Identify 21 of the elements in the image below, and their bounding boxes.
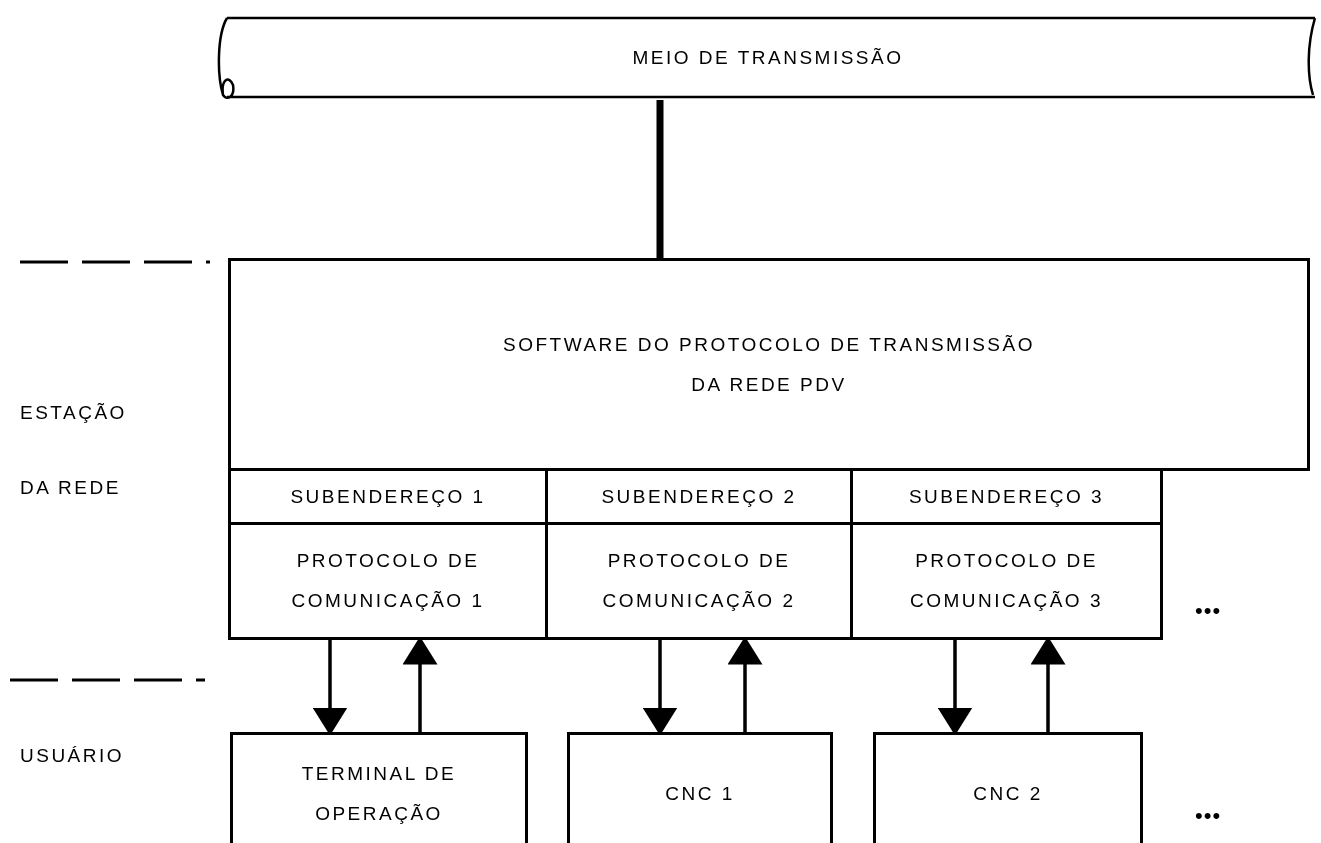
node-text: SOFTWARE DO PROTOCOLO DE TRANSMISSÃO DA REDE PDV [502, 332, 1036, 397]
user-device-box [230, 732, 528, 843]
user-device-box [567, 732, 833, 843]
node-text: PROTOCOLO DE COMUNICAÇÃO 1 [290, 549, 486, 613]
layer-label: ESTAÇÃO DA REDE [20, 401, 128, 500]
ellipsis: ••• [1195, 598, 1222, 624]
user-device-box [873, 732, 1143, 843]
node-text: PROTOCOLO DE COMUNICAÇÃO 2 [601, 549, 797, 613]
node-text: CNC 1 [665, 781, 735, 806]
node-text: SUBENDEREÇO 3 [908, 484, 1105, 509]
ellipsis: ••• [1195, 803, 1222, 829]
protocol-cell [228, 522, 548, 640]
node-text: PROTOCOLO DE COMUNICAÇÃO 3 [909, 549, 1104, 613]
protocol-cell [850, 522, 1163, 640]
node-text: TERMINAL DE OPERAÇÃO [300, 761, 458, 826]
node-text: SUBENDEREÇO 2 [601, 484, 797, 509]
node-text: CNC 2 [973, 781, 1043, 806]
layer-label: USUÁRIO [20, 745, 125, 767]
node-text: SUBENDEREÇO 1 [290, 484, 486, 509]
node-text: MEIO DE TRANSMISSÃO [632, 45, 904, 70]
software-box [228, 258, 1310, 471]
